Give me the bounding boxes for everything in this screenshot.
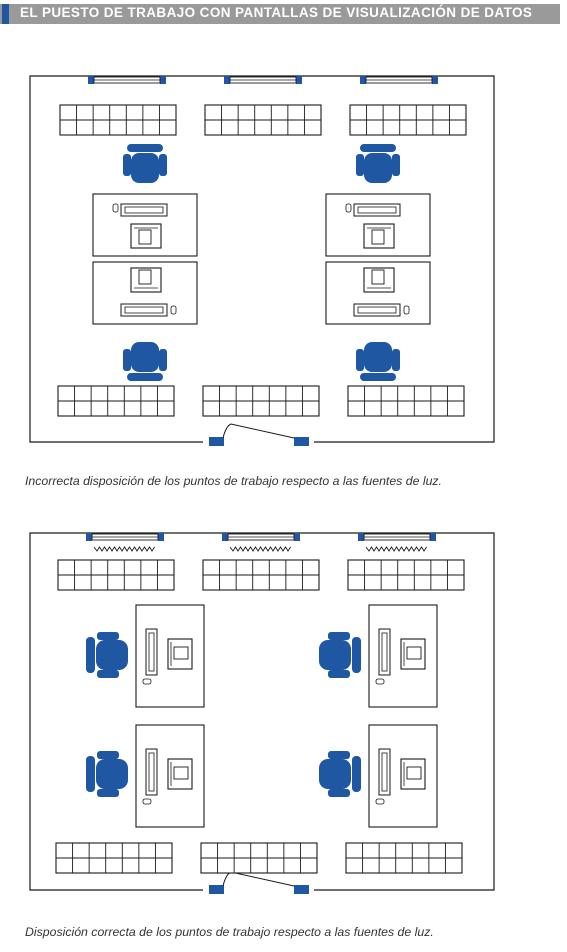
keyboard-icon [353, 303, 401, 317]
window-icon [86, 533, 164, 552]
room-outline [29, 532, 495, 891]
monitor-icon [167, 638, 193, 670]
shelf-unit [57, 559, 175, 591]
shelf-unit [204, 104, 322, 136]
room-outline [29, 75, 495, 443]
door-icon [209, 423, 309, 446]
chair-icon [123, 342, 167, 381]
header-accent-bar [2, 4, 9, 24]
shelf-unit [202, 559, 320, 591]
keyboard-icon [120, 303, 168, 317]
shelf-unit [57, 385, 175, 417]
monitor-icon [130, 223, 162, 249]
window-icon [358, 533, 436, 552]
chair-icon [86, 632, 128, 678]
desk-workstation [368, 604, 438, 708]
chair-icon [319, 632, 361, 678]
mouse-icon [142, 678, 152, 685]
keyboard-icon [145, 748, 158, 796]
keyboard-icon [353, 203, 401, 217]
chair-icon [86, 751, 128, 797]
page-title: EL PUESTO DE TRABAJO CON PANTALLAS DE VI… [20, 5, 533, 20]
sunlight-zigzag-icon [229, 546, 291, 552]
mouse-icon [375, 678, 385, 685]
caption-correct: Disposición correcta de los puntos de tr… [25, 925, 434, 939]
chair-icon [356, 144, 400, 183]
monitor-icon [400, 638, 426, 670]
caption-incorrect: Incorrecta disposición de los puntos de … [25, 474, 442, 488]
desk-workstation [92, 193, 198, 257]
shelf-unit [347, 385, 465, 417]
desk-workstation [92, 261, 198, 325]
sunlight-zigzag-icon [93, 546, 155, 552]
shelf-unit [200, 842, 318, 874]
keyboard-icon [378, 748, 391, 796]
header-band: EL PUESTO DE TRABAJO CON PANTALLAS DE VI… [0, 4, 560, 24]
keyboard-icon [145, 628, 158, 676]
shelf-unit [55, 842, 173, 874]
correct-layout-diagram [29, 532, 495, 894]
window-icon [360, 76, 438, 84]
monitor-icon [130, 267, 162, 293]
desk-workstation [325, 261, 431, 325]
window-icon [224, 76, 302, 84]
desk-workstation [135, 724, 205, 828]
shelf-unit [347, 559, 465, 591]
mouse-icon [112, 203, 119, 213]
keyboard-icon [120, 203, 168, 217]
desk-workstation [325, 193, 431, 257]
mouse-icon [375, 798, 385, 805]
monitor-icon [363, 223, 395, 249]
door-icon [209, 871, 309, 894]
shelf-unit [202, 385, 320, 417]
shelf-unit [59, 104, 177, 136]
mouse-icon [170, 305, 177, 315]
window-icon [222, 533, 300, 552]
chair-icon [123, 144, 167, 183]
incorrect-layout-diagram [29, 75, 495, 446]
monitor-icon [363, 267, 395, 293]
window-icon [88, 76, 166, 84]
mouse-icon [345, 203, 352, 213]
shelf-unit [345, 842, 463, 874]
sunlight-zigzag-icon [365, 546, 427, 552]
desk-workstation [368, 724, 438, 828]
shelf-unit [349, 104, 467, 136]
monitor-icon [400, 758, 426, 790]
mouse-icon [403, 305, 410, 315]
chair-icon [356, 342, 400, 381]
keyboard-icon [378, 628, 391, 676]
desk-workstation [135, 604, 205, 708]
chair-icon [319, 751, 361, 797]
monitor-icon [167, 758, 193, 790]
mouse-icon [142, 798, 152, 805]
